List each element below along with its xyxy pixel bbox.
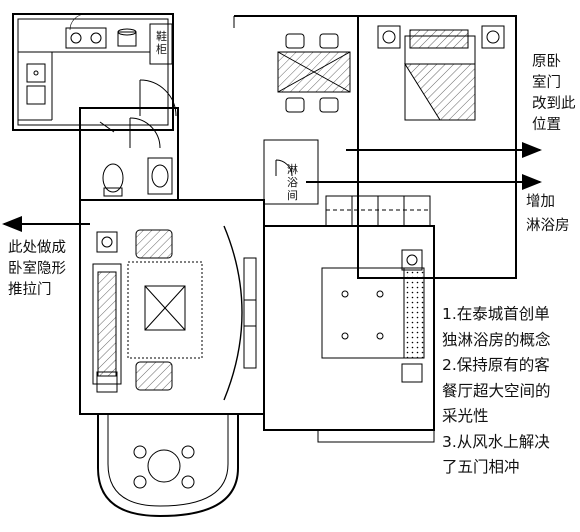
door-note-line: 改到此 (532, 96, 576, 112)
shower-room-note: 增加 淋浴房 (526, 190, 570, 238)
door-relocation-note: 原卧 室门 改到此 位置 (532, 52, 576, 136)
shoe-cabinet-label: 鞋 柜 (156, 30, 167, 56)
cabinet-label-char: 柜 (156, 43, 167, 56)
shower-label-char: 淋 (287, 163, 298, 176)
sliding-note-line: 推拉门 (8, 282, 52, 298)
shower-room-label: 淋 浴 间 (287, 163, 298, 202)
master-bedroom (325, 15, 517, 279)
sliding-note-line: 卧室隐形 (8, 261, 66, 277)
concept-note-line: 2.保持原有的客 (442, 356, 550, 374)
concept-note-line: 餐厅超大空间的 (442, 381, 551, 400)
bay-balcony (97, 414, 239, 518)
shower-label-char: 浴 (287, 176, 298, 189)
cabinet-label-char: 鞋 (156, 30, 167, 43)
shower-note-line: 增加 (526, 194, 555, 210)
concept-note-line: 了五门相冲 (442, 458, 520, 476)
concept-note-line: 独淋浴房的概念 (442, 330, 551, 349)
concept-notes: 1.在泰城首创单 独淋浴房的概念 2.保持原有的客 餐厅超大空间的 采光性 3.… (442, 302, 551, 481)
shower-label-char: 间 (287, 189, 298, 202)
bathroom (79, 107, 179, 201)
concept-note-line: 3.从风水上解决 (442, 432, 550, 451)
kitchen (12, 13, 177, 131)
concept-note-line: 采光性 (442, 407, 489, 425)
door-note-line: 原卧 (532, 54, 561, 70)
door-note-line: 室门 (532, 75, 561, 91)
living-room (79, 199, 265, 415)
sliding-door-note: 此处做成 卧室隐形 推拉门 (8, 238, 66, 301)
concept-note-line: 1.在泰城首创单 (442, 305, 550, 323)
shower-room (263, 139, 319, 205)
second-bedroom (263, 225, 435, 443)
shower-note-line: 淋浴房 (526, 218, 570, 234)
sliding-note-line: 此处做成 (8, 240, 66, 256)
door-note-line: 位置 (532, 117, 561, 133)
dining-area (233, 15, 359, 140)
